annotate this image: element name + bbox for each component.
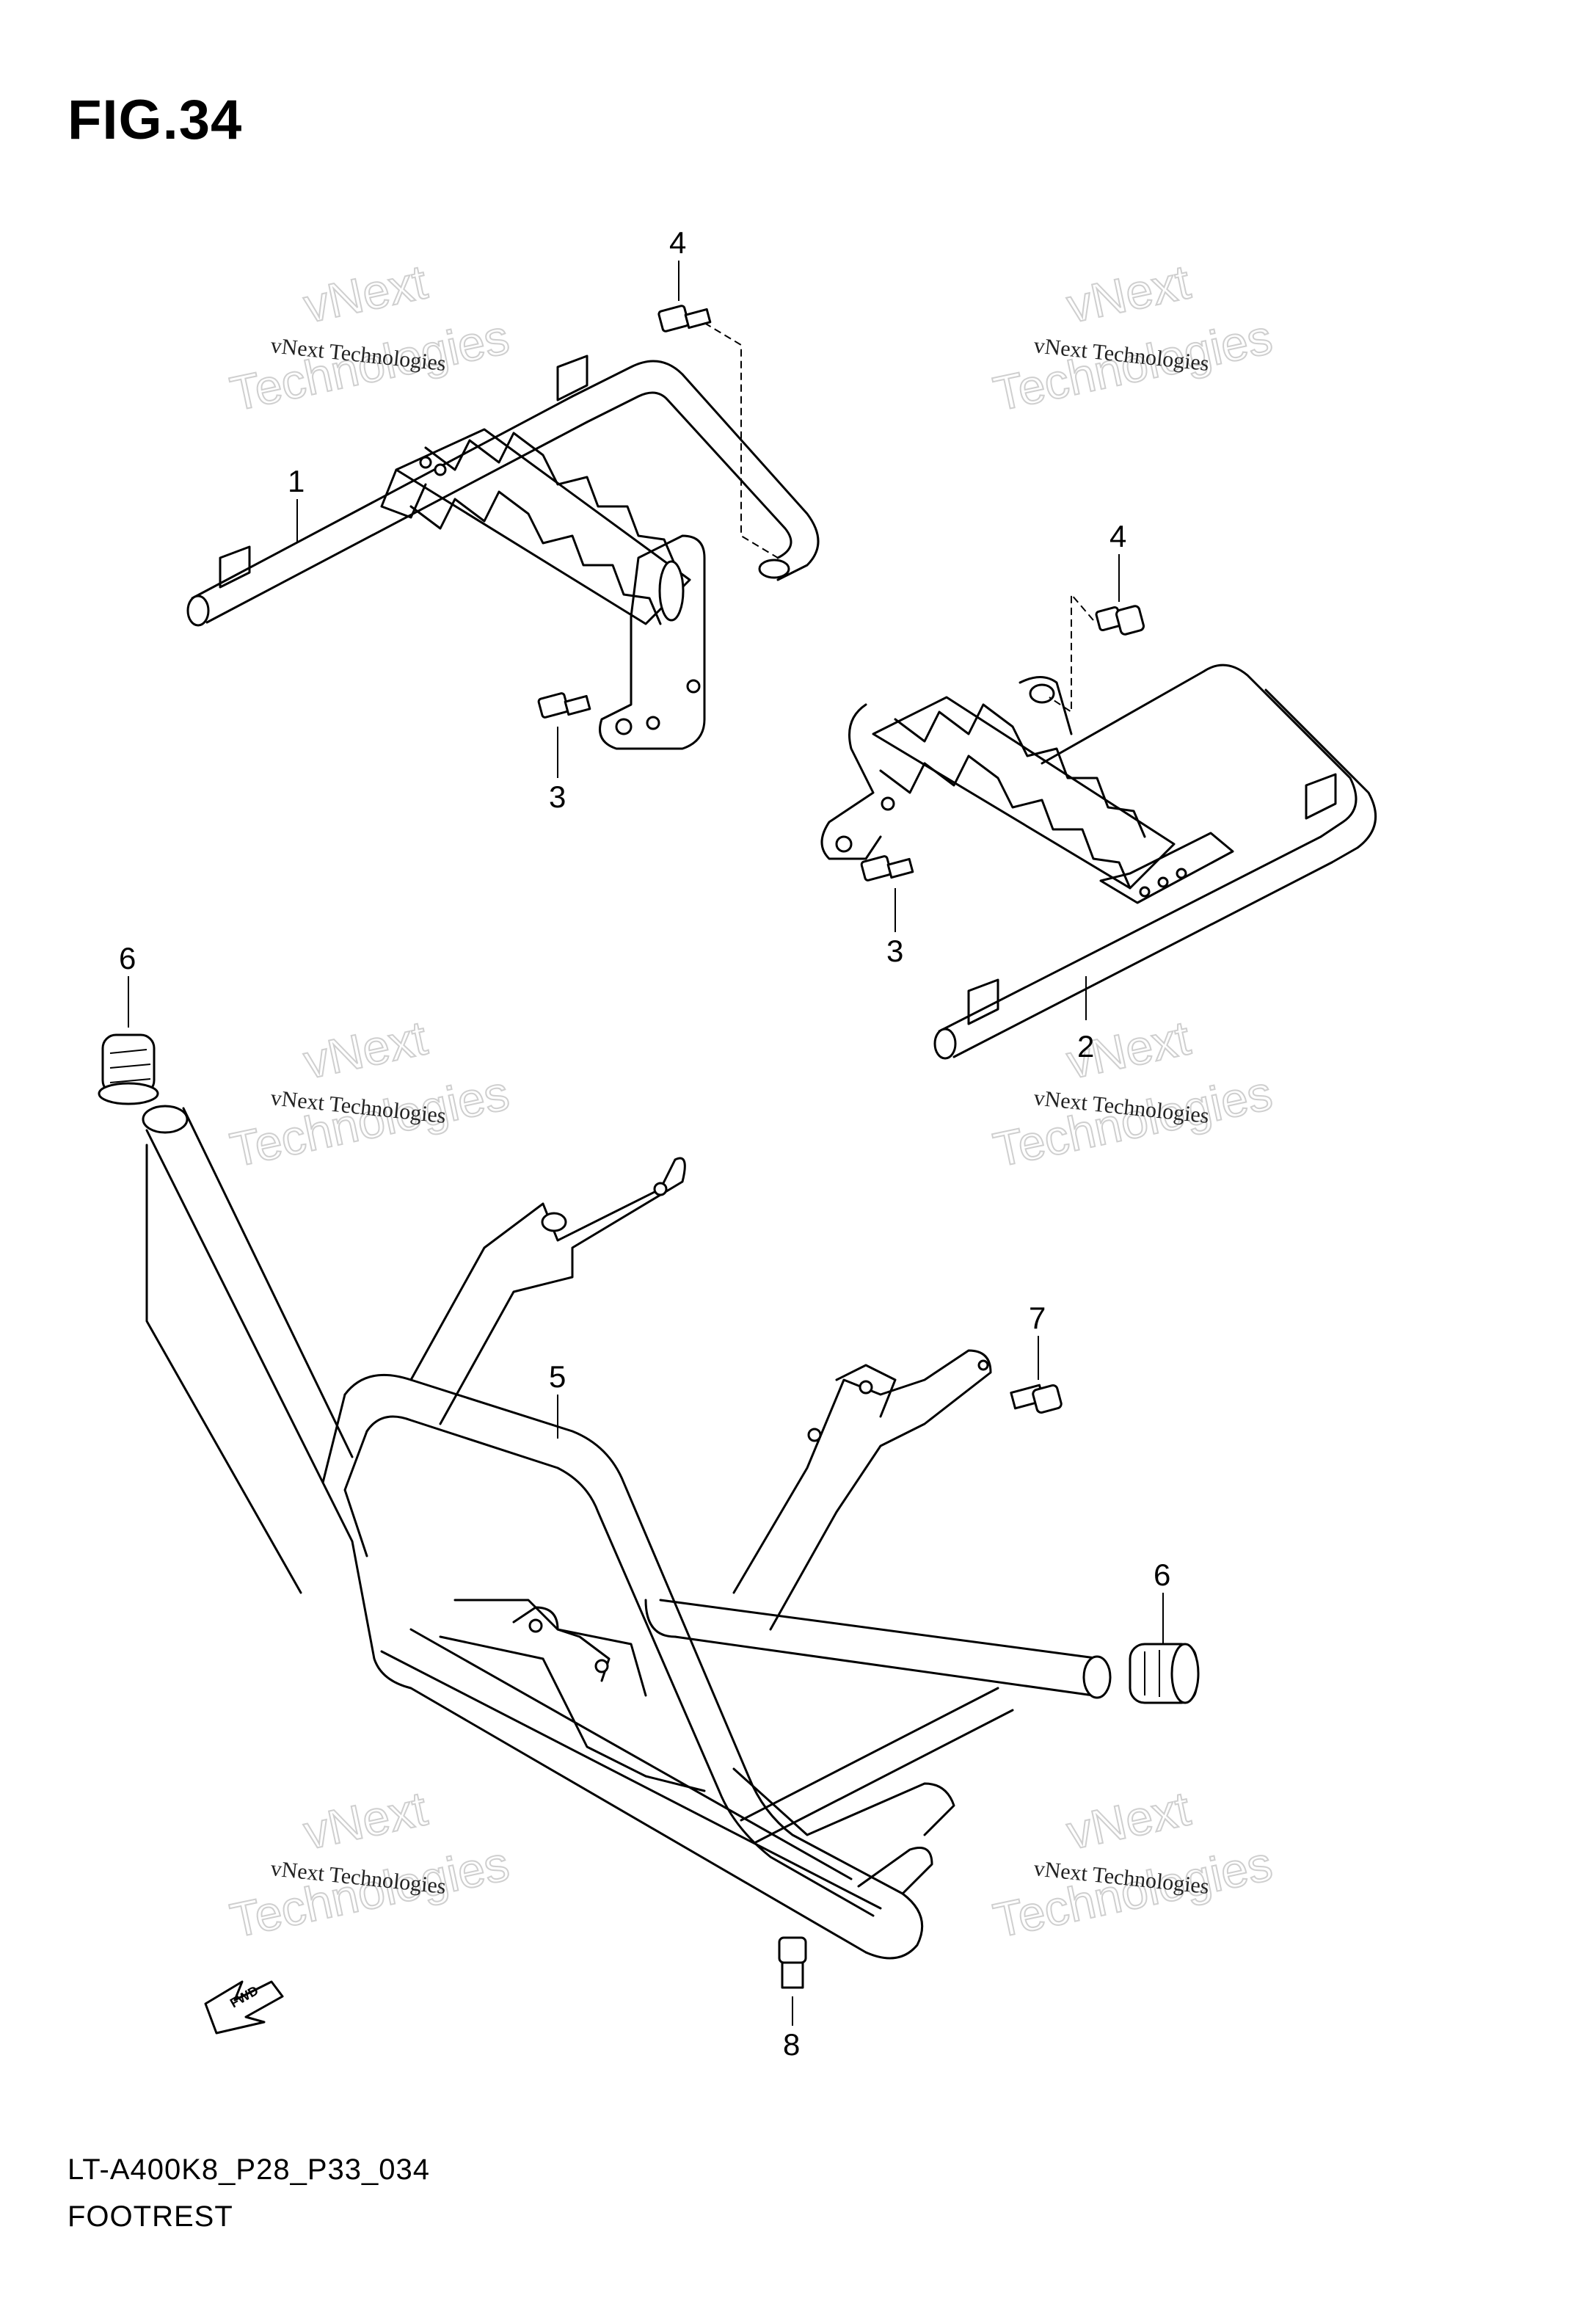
watermark-vnext: vNext: [1063, 1781, 1195, 1859]
part-5-front-guard: [142, 1105, 1112, 1960]
figure-title: FIG.34: [68, 89, 243, 151]
part-6-cap-right: [1129, 1643, 1200, 1704]
fwd-arrow: FWD: [204, 1980, 284, 2035]
tube-end: [186, 595, 210, 627]
callout-5: 5: [549, 1359, 566, 1394]
watermark-technologies: Technologies: [226, 1065, 514, 1177]
model-code: LT-A400K8_P28_P33_034: [68, 2153, 430, 2186]
watermark-vnext: vNext: [1063, 254, 1195, 332]
watermark-bottom-right: vNext Technologies vNext Technologies: [988, 1780, 1278, 1948]
tube-end: [933, 1028, 957, 1060]
watermark-vnext: vNext: [299, 1010, 431, 1088]
mount-hole: [758, 559, 790, 579]
leader-lines: [128, 261, 1164, 2026]
part-1-left-footrest: [186, 355, 820, 750]
watermark-bottom-left: vNext Technologies vNext Technologies: [225, 1780, 514, 1948]
tube-end: [142, 1105, 189, 1134]
callout-3-lower: 3: [886, 934, 903, 968]
callout-6-left: 6: [119, 941, 136, 975]
watermark-mid-right: vNext Technologies vNext Technologies: [988, 1009, 1278, 1177]
watermark-mid-left: vNext Technologies vNext Technologies: [225, 1009, 514, 1177]
callout-7: 7: [1029, 1301, 1046, 1335]
watermark-technologies: Technologies: [989, 1065, 1277, 1177]
watermark-top-right: vNext Technologies vNext Technologies: [988, 253, 1278, 421]
guide-line-4-lower: [1049, 592, 1094, 713]
callout-6-right: 6: [1154, 1557, 1170, 1592]
watermark-technologies: Technologies: [226, 1836, 514, 1947]
section-name: FOOTREST: [68, 2200, 233, 2233]
callout-2: 2: [1077, 1029, 1094, 1064]
callout-3-upper: 3: [549, 779, 566, 814]
part-3-bolt-lower: [860, 855, 914, 881]
part-4-bolt-upper: [657, 305, 712, 332]
part-3-bolt-upper: [537, 692, 591, 719]
part-7-bolt: [1010, 1384, 1063, 1414]
part-8-bolt: [778, 1936, 807, 1989]
callout-1: 1: [288, 464, 305, 498]
callout-4-lower: 4: [1109, 519, 1126, 553]
watermark-technologies: Technologies: [989, 1836, 1277, 1947]
watermark-top-left: vNext Technologies vNext Technologies: [225, 253, 514, 421]
callout-4-upper: 4: [669, 225, 686, 260]
tube-end: [1082, 1655, 1112, 1699]
plate-slot: [658, 560, 685, 622]
watermark-vnext: vNext: [299, 254, 431, 332]
part-2-right-footrest: [820, 664, 1377, 1060]
part-4-bolt-lower: [1095, 605, 1145, 636]
watermark-vnext: vNext: [299, 1781, 431, 1859]
callout-8: 8: [783, 2027, 800, 2062]
part-6-cap-left: [98, 1033, 159, 1105]
